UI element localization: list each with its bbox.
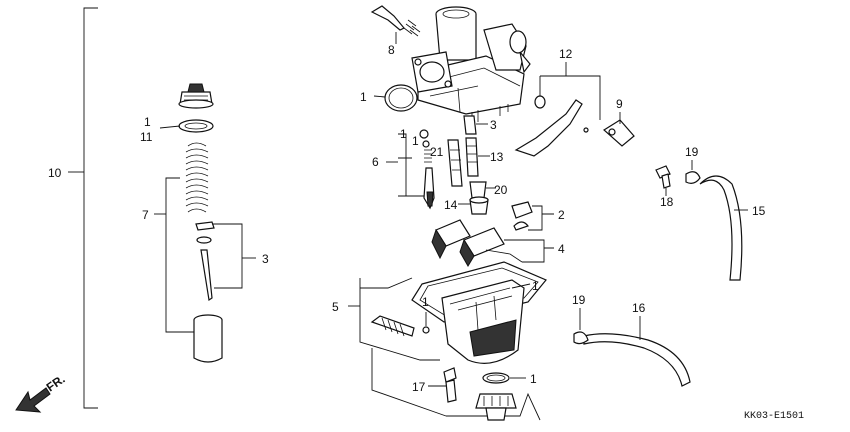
diagram-code: KK03-E1501	[744, 411, 804, 422]
label-8: 8	[388, 43, 395, 57]
main-jet-13	[465, 137, 490, 177]
drain-plug	[475, 393, 517, 421]
float-valve-2	[511, 201, 554, 231]
screw-18	[655, 165, 671, 196]
o-ring-1	[384, 84, 418, 112]
float-4	[431, 219, 554, 267]
bolt-17	[428, 367, 457, 403]
jet-needle	[195, 221, 215, 302]
jet-holder-20	[469, 181, 496, 199]
label-9: 9	[616, 97, 623, 111]
label-7: 7	[142, 208, 149, 222]
label-21: 21	[430, 145, 444, 159]
float-chamber	[370, 261, 547, 364]
choke-lever	[514, 62, 601, 157]
o-ring-11	[178, 119, 214, 133]
label-3b: 3	[490, 118, 497, 132]
label-1g: 1	[530, 372, 537, 386]
label-13: 13	[490, 150, 504, 164]
label-16: 16	[632, 301, 646, 315]
needle-6	[419, 129, 435, 210]
pilot-screw	[370, 5, 421, 37]
arrow-down-left-icon	[15, 387, 51, 413]
clip-19a	[685, 160, 701, 184]
label-1c: 1	[400, 127, 407, 141]
label-15: 15	[752, 204, 766, 218]
needle-jet-21	[447, 139, 463, 187]
label-1e: 1	[532, 279, 539, 293]
label-14: 14	[444, 198, 458, 212]
label-2: 2	[558, 208, 565, 222]
throttle-valve	[193, 314, 223, 363]
carburetor-body	[411, 6, 531, 128]
label-19b: 19	[572, 293, 586, 307]
label-18: 18	[660, 195, 674, 209]
tube-15	[699, 175, 748, 281]
label-12: 12	[559, 47, 573, 61]
throttle-cap	[178, 83, 214, 109]
label-1f: 1	[422, 295, 429, 309]
jet-3	[463, 115, 488, 135]
label-19a: 19	[685, 145, 699, 159]
label-1a: 1	[144, 115, 151, 129]
label-4: 4	[558, 242, 565, 256]
jet-14	[458, 196, 489, 215]
label-6: 6	[372, 155, 379, 169]
tube-16	[583, 316, 691, 387]
label-20: 20	[494, 183, 508, 197]
throttle-spring	[185, 142, 209, 213]
label-3a: 3	[262, 252, 269, 266]
label-11: 11	[140, 130, 153, 144]
label-1b: 1	[360, 90, 367, 104]
label-10: 10	[48, 166, 62, 180]
label-17: 17	[412, 380, 426, 394]
label-5: 5	[332, 300, 339, 314]
choke-link-9	[603, 112, 635, 147]
bracket-10	[68, 7, 98, 409]
clip-19b	[573, 308, 589, 345]
label-1d: 1	[412, 134, 419, 148]
